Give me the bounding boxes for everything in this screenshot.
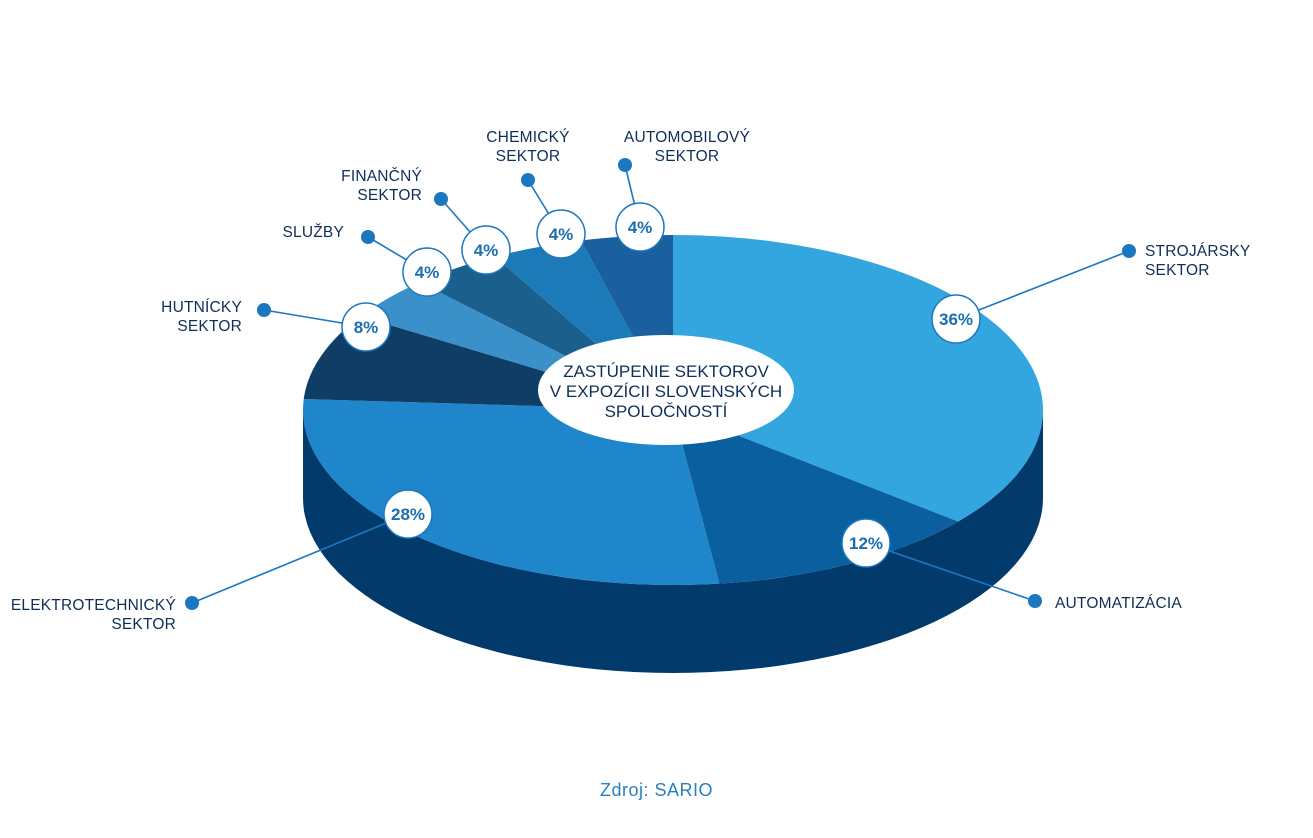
percent-label-0: 36% xyxy=(939,310,973,329)
pie-slice-2 xyxy=(302,399,720,585)
leader-line-1 xyxy=(865,542,1036,602)
percent-bubble-4 xyxy=(402,247,452,297)
slice-name-0: STROJÁRSKY xyxy=(1145,243,1250,260)
percent-label-6: 4% xyxy=(549,225,574,244)
percent-bubble-7 xyxy=(615,202,665,252)
pie-side xyxy=(303,410,1043,673)
slice-name-5: SEKTOR xyxy=(357,187,422,204)
slice-name-7: AUTOMOBILOVÝ xyxy=(624,129,750,146)
percent-label-3: 8% xyxy=(354,318,379,337)
center-label-line: V EXPOZÍCII SLOVENSKÝCH xyxy=(550,382,782,401)
percent-bubble-0 xyxy=(931,294,981,344)
leader-dot-5 xyxy=(434,192,448,206)
slice-name-1: AUTOMATIZÁCIA xyxy=(1055,595,1182,612)
center-label-line: SPOLOČNOSTÍ xyxy=(605,402,728,421)
slice-name-5: FINANČNÝ xyxy=(341,168,422,185)
source-note: Zdroj: SARIO xyxy=(599,780,714,800)
leader-dot-7 xyxy=(618,158,632,172)
percent-bubble-3 xyxy=(341,302,391,352)
center-ellipse xyxy=(538,335,794,445)
leader-line-0 xyxy=(955,250,1130,320)
slice-name-7: SEKTOR xyxy=(655,148,720,165)
slice-name-2: ELEKTROTECHNICKÝ xyxy=(11,597,176,614)
leader-dot-3 xyxy=(257,303,271,317)
center-label-line: ZASTÚPENIE SEKTOROV xyxy=(563,362,769,381)
percent-bubble-5 xyxy=(461,225,511,275)
leader-dot-2 xyxy=(185,596,199,610)
slice-name-3: HUTNÍCKY xyxy=(161,299,242,316)
slice-name-3: SEKTOR xyxy=(177,318,242,335)
percent-label-4: 4% xyxy=(415,263,440,282)
percent-label-5: 4% xyxy=(474,241,499,260)
percent-bubble-6 xyxy=(536,209,586,259)
slice-name-4: SLUŽBY xyxy=(283,224,345,241)
leader-dot-4 xyxy=(361,230,375,244)
percent-bubble-2 xyxy=(383,489,433,539)
slice-name-2: SEKTOR xyxy=(111,616,176,633)
slice-name-0: SEKTOR xyxy=(1145,262,1210,279)
percent-label-7: 4% xyxy=(628,218,653,237)
slice-name-6: SEKTOR xyxy=(496,148,561,165)
leader-dot-6 xyxy=(521,173,535,187)
percent-label-1: 12% xyxy=(849,534,883,553)
leader-dot-0 xyxy=(1122,244,1136,258)
slice-name-6: CHEMICKÝ xyxy=(486,129,569,146)
percent-label-2: 28% xyxy=(391,505,425,524)
percent-bubble-1 xyxy=(841,518,891,568)
leader-dot-1 xyxy=(1028,594,1042,608)
leader-line-2 xyxy=(191,513,409,604)
